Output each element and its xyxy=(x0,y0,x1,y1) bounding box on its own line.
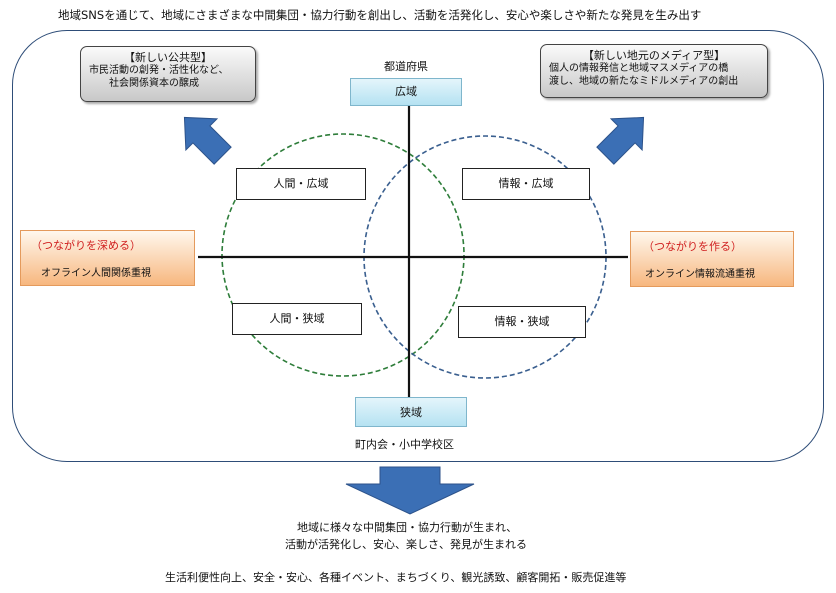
quadrant-human-wide: 人間・広域 xyxy=(236,168,366,200)
arrow-up-right-icon xyxy=(596,116,645,165)
arrow-up-left-icon xyxy=(183,116,232,165)
human-circle xyxy=(221,133,465,377)
wide-area-box: 広域 xyxy=(350,78,462,106)
narrow-area-box: 狭域 xyxy=(355,397,467,427)
online-focus-label: オンライン情報流通重視 xyxy=(645,269,755,280)
result-line-3: 生活利便性向上、安全・安心、各種イベント、まちづくり、観光誘致、顧客開拓・販売促… xyxy=(165,571,627,584)
media-type-line1: 個人の情報発信と地域マスメディアの橋 xyxy=(549,63,729,74)
public-type-line2: 社会関係資本の醸成 xyxy=(109,78,199,89)
top-caption: 地域SNSを通じて、地域にさまざまな中間集団・協力行動を創出し、活動を活発化し、… xyxy=(58,8,702,22)
media-type-box: 【新しい地元のメディア型】 個人の情報発信と地域マスメディアの橋 渡し、地域の新… xyxy=(540,44,768,98)
result-line-2: 活動が活発化し、安心、楽しさ、発見が生まれる xyxy=(285,538,527,551)
bottom-axis-label: 町内会・小中学校区 xyxy=(355,438,454,451)
public-type-box: 【新しい公共型】 市民活動の創発・活性化など、 社会関係資本の醸成 xyxy=(80,46,256,102)
create-connection-title: （つながりを作る） xyxy=(643,240,742,253)
public-type-title: 【新しい公共型】 xyxy=(124,51,212,64)
deepen-connection-box: （つながりを深める） オフライン人間関係重視 xyxy=(20,230,195,286)
quadrant-human-narrow: 人間・狭域 xyxy=(232,303,362,335)
deepen-connection-title: （つながりを深める） xyxy=(31,239,141,252)
result-line-1: 地域に様々な中間集団・協力行動が生まれ、 xyxy=(297,521,518,534)
quadrant-info-narrow: 情報・狭域 xyxy=(458,306,586,338)
media-type-line2: 渡し、地域の新たなミドルメディアの創出 xyxy=(549,76,739,87)
media-type-title: 【新しい地元のメディア型】 xyxy=(582,49,726,62)
quadrant-info-wide: 情報・広域 xyxy=(462,168,590,200)
offline-focus-label: オフライン人間関係重視 xyxy=(41,268,151,279)
diagram-frame xyxy=(12,30,824,462)
arrow-down-icon xyxy=(345,466,475,515)
top-axis-label: 都道府県 xyxy=(384,60,428,73)
public-type-line1: 市民活動の創発・活性化など、 xyxy=(89,65,229,76)
create-connection-box: （つながりを作る） オンライン情報流通重視 xyxy=(630,231,794,287)
